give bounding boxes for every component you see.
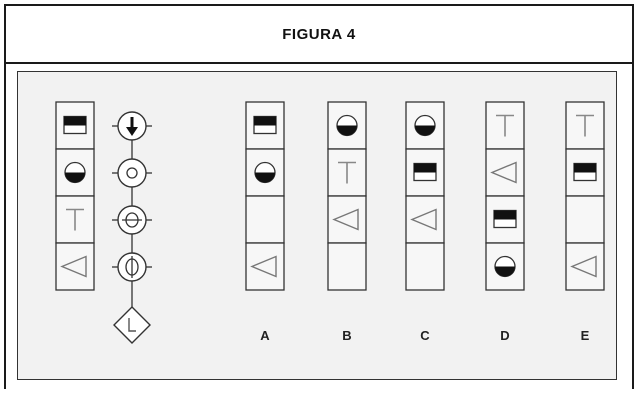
option-label: C [420,328,430,343]
grid-cell [405,242,445,291]
option-label: E [581,328,590,343]
T-icon [496,114,514,137]
grid-cell [327,242,367,291]
T-icon [576,114,594,137]
T-icon [66,208,84,231]
triangle-left-icon [570,255,597,278]
rect-top-fill [254,116,276,126]
option-label: B [342,328,351,343]
half-circle-fill [255,172,275,183]
option-label: D [500,328,509,343]
figure-title: FIGURA 4 [282,25,356,43]
figure-frame: FIGURA 4 [4,4,634,389]
circle-in-circle-icon [117,158,147,188]
option-column-a [245,101,285,291]
key-column [55,101,95,291]
grid-cell [245,195,285,244]
rect-top-fill [414,163,436,173]
diagram-panel: A B C D E [17,71,617,380]
triangle-left-icon [490,161,517,184]
L-glyph [128,318,136,332]
inner-circle [126,167,138,179]
option-column-e [565,101,605,291]
flowchart-column [112,111,152,344]
triangle-left-icon [410,208,437,231]
half-circle-fill [495,266,515,277]
option-column-c [405,101,445,291]
L-diamond-icon [113,306,151,344]
option-column-d [485,101,525,291]
diagram-canvas: A B C D E [55,101,605,344]
rect-top-fill [494,210,516,220]
half-circle-fill [337,125,357,136]
arrow-head [126,127,138,136]
triangle-left-icon [250,255,277,278]
half-circle-fill [65,172,85,183]
half-circle-fill [415,125,435,136]
option-column-b [327,101,367,291]
option-label: A [260,328,270,343]
grid-cell [565,195,605,244]
T-icon [338,161,356,184]
rect-top-fill [574,163,596,173]
title-row: FIGURA 4 [6,6,632,64]
triangle-left-icon [332,208,359,231]
triangle-left-icon [60,255,87,278]
rect-top-fill [64,116,86,126]
